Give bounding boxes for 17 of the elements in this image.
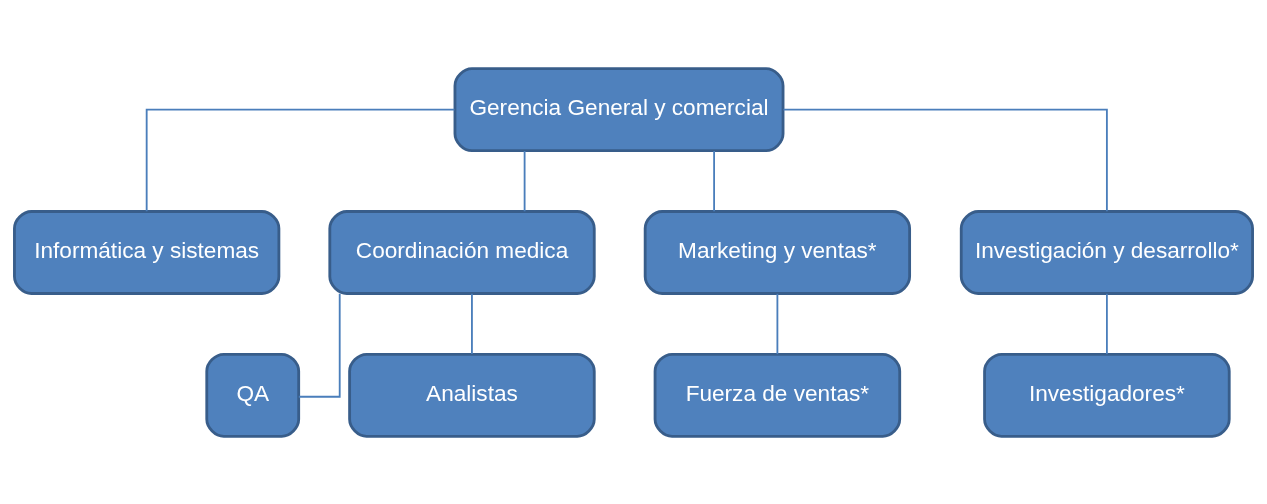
connector [145, 108, 456, 212]
connector [713, 149, 716, 212]
node-box: Investigadores* [983, 352, 1231, 438]
connector [776, 292, 779, 355]
connector [1106, 292, 1108, 355]
node-box: Investigación y desarrollo* [959, 209, 1254, 295]
connector [782, 108, 1108, 212]
connector [297, 292, 341, 398]
node-box: Fuerza de ventas* [653, 352, 902, 438]
connector [471, 292, 473, 355]
node-box: QA [205, 352, 301, 438]
node-box: Coordinación medica [328, 209, 596, 295]
node-box: Informática y sistemas [13, 209, 281, 295]
node-box: Marketing y ventas* [643, 209, 912, 295]
node-box: Gerencia General y comercial [453, 66, 785, 152]
connector [523, 149, 526, 212]
node-box: Analistas [348, 352, 596, 438]
